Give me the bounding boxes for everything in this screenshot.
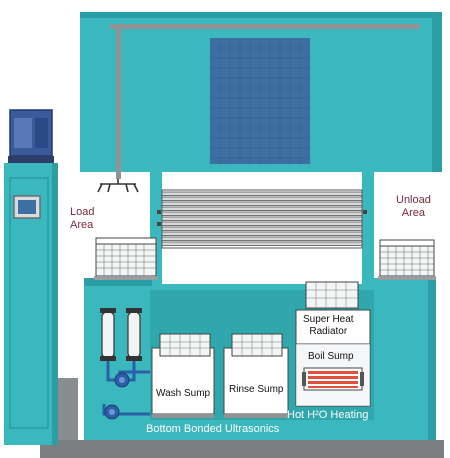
filter-cylinder-left — [100, 308, 116, 361]
lower-body-top-load — [84, 278, 152, 286]
hoist-drop-rod — [116, 29, 121, 179]
bottom-bonded-ultrasonics-label: Bottom Bonded Ultrasonics — [146, 423, 280, 435]
floor-front — [40, 440, 444, 458]
control-screen-display — [18, 200, 36, 214]
load-area-label: Load Area — [70, 206, 95, 231]
conveyor-rollers — [161, 191, 363, 246]
pump-upper — [114, 372, 130, 388]
unload-stand — [374, 278, 434, 440]
control-cabinet-door — [9, 177, 49, 429]
boil-sump-label: Boil Sump — [308, 351, 354, 362]
pump-lower — [104, 404, 120, 420]
super-heat-radiator — [295, 281, 371, 345]
unload-stand-shadow — [428, 278, 436, 440]
filter-cylinder-right — [126, 308, 142, 361]
generator-panel — [14, 118, 32, 148]
generator-base — [8, 156, 54, 163]
wash-sump-label: Wash Sump — [156, 388, 211, 399]
super-heat-radiator-label: Super Heat Radiator — [303, 314, 354, 337]
rinse-sump-label: Rinse Sump — [229, 384, 284, 395]
control-cabinet-side — [52, 163, 58, 445]
conveyor-markers — [157, 210, 367, 226]
hoist-rail — [110, 24, 420, 29]
heater-element — [302, 367, 364, 391]
hot-h2o-heating-label: Hot H²O Heating — [287, 409, 369, 421]
wash-sump-tank — [151, 333, 215, 418]
unload-basket — [378, 239, 436, 280]
generator-vent — [35, 118, 48, 148]
right-column — [362, 172, 374, 290]
hoist-carrier — [97, 179, 139, 193]
exhaust-filter-grid — [210, 38, 310, 164]
upper-hood-top — [80, 12, 442, 18]
rinse-sump-tank — [223, 333, 289, 418]
load-basket — [94, 237, 158, 280]
upper-hood-shadow — [432, 12, 442, 172]
unload-area-label: Unload Area — [396, 194, 431, 219]
